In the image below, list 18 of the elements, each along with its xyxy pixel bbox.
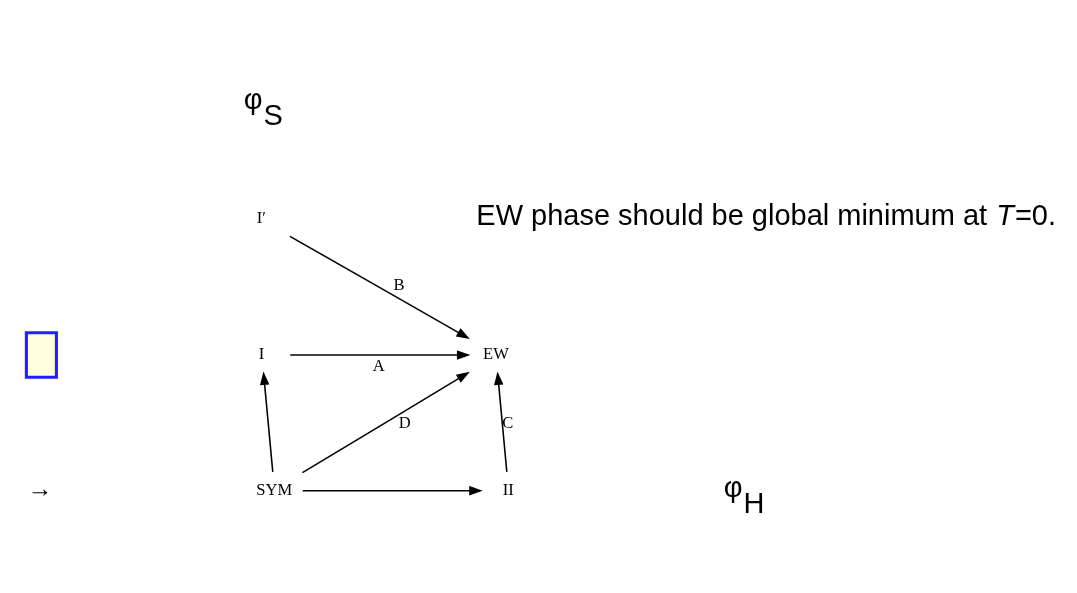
- arrow: [301, 371, 470, 473]
- arrow: [302, 485, 483, 495]
- arrow: [289, 235, 470, 339]
- edge-label: B: [393, 274, 405, 294]
- node-text: I′: [256, 207, 266, 227]
- node-text: II: [502, 479, 514, 499]
- node-text: SYM: [256, 479, 293, 499]
- node-text: I: [258, 343, 265, 363]
- node-text: EW: [483, 343, 509, 363]
- label: →: [27, 474, 53, 502]
- arrow: [289, 349, 471, 360]
- node-box: [24, 330, 58, 379]
- edge-label: C: [502, 412, 514, 432]
- arrow: [259, 371, 274, 473]
- edge-label: D: [398, 412, 411, 432]
- label: EW phase should be global minimum at T=0.: [476, 198, 1056, 231]
- arrow: [494, 371, 508, 473]
- edge-label: A: [372, 355, 385, 375]
